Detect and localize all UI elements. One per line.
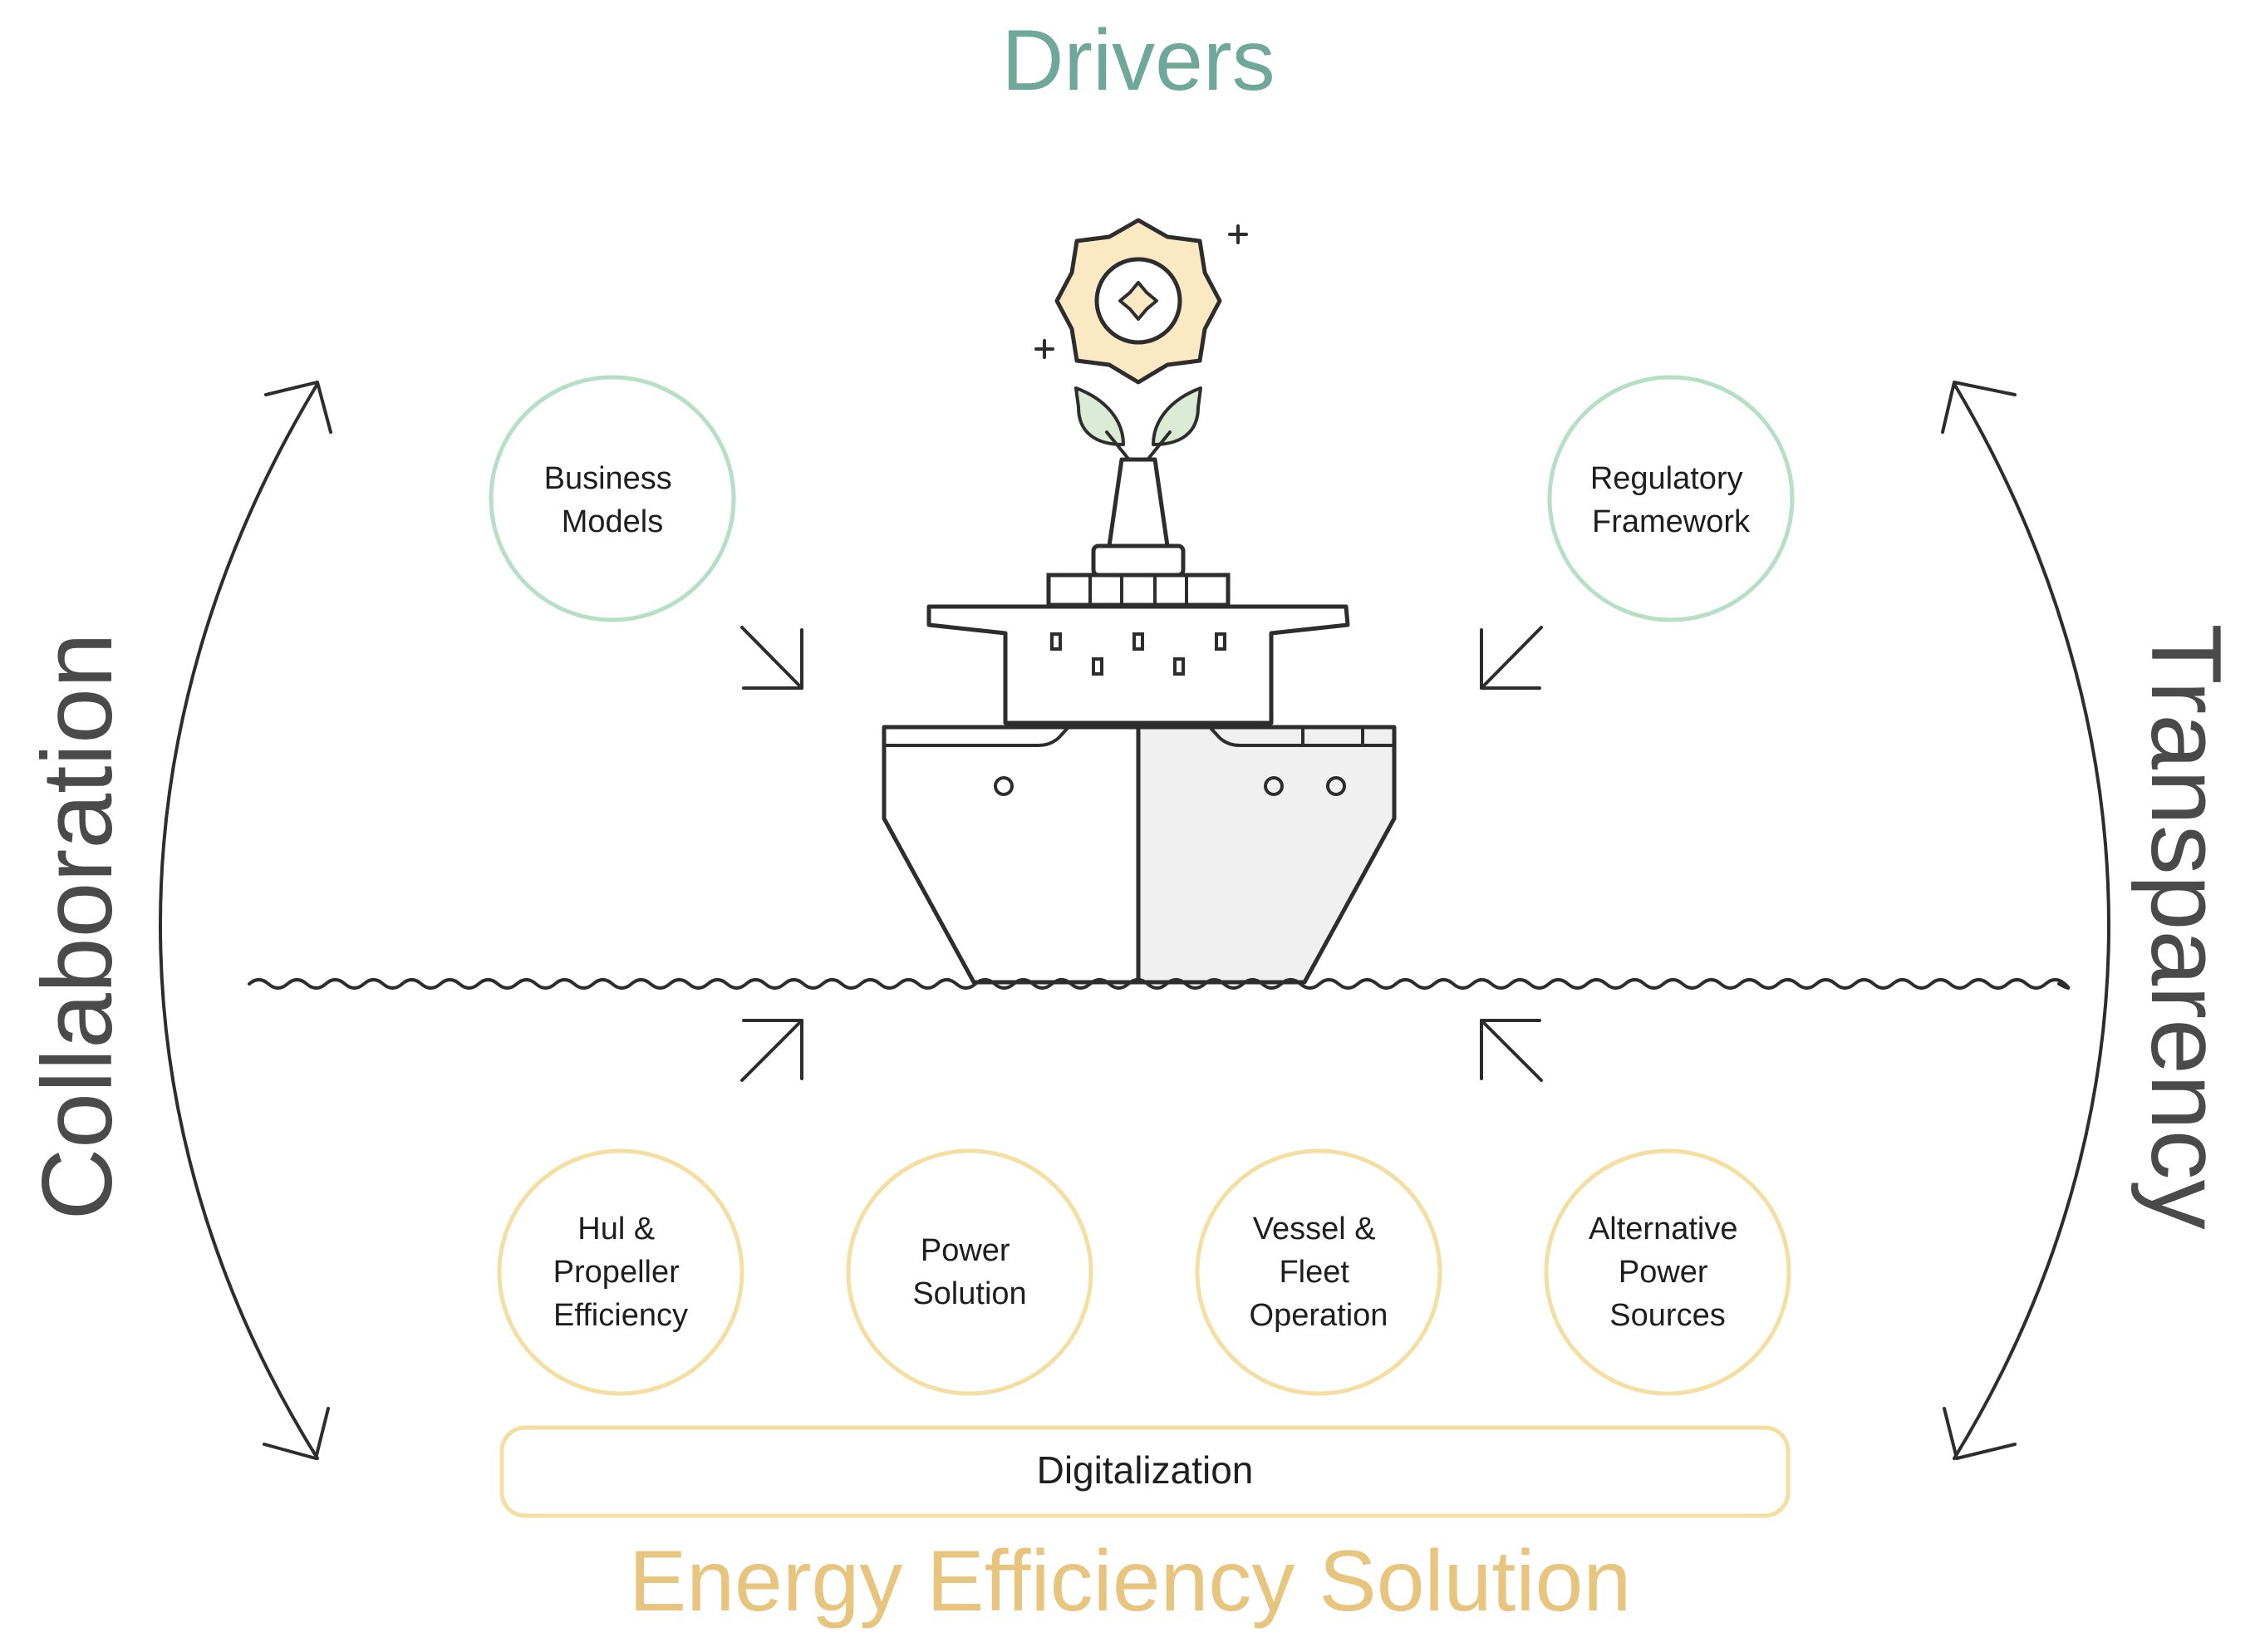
driver-circle-business-models: Business Models	[489, 375, 736, 622]
leaf-icon-right	[1147, 386, 1202, 460]
solution-label: Vessel & Fleet Operation	[1250, 1212, 1388, 1333]
drivers-title: Drivers	[1001, 12, 1275, 109]
arrow-icon-top-left	[740, 626, 803, 690]
ship-icon	[882, 457, 1397, 985]
arrow-icon-bottom-left	[740, 1019, 803, 1082]
transparency-label: Transparency	[2130, 623, 2242, 1229]
digitalization-label: Digitalization	[1037, 1448, 1254, 1492]
solution-circle-vessel-fleet: Vessel & Fleet Operation	[1195, 1148, 1442, 1396]
sparkle-icon-left	[1034, 339, 1054, 359]
driver-label: Regulatory Framework	[1590, 461, 1752, 539]
driver-circle-regulatory-framework: Regulatory Framework	[1547, 375, 1795, 622]
driver-label: Business Models	[544, 461, 681, 539]
solution-circle-alternative-power: Alternative Power Sources	[1544, 1148, 1791, 1396]
arrow-icon-top-right	[1480, 626, 1543, 690]
solution-circle-power-solution: Power Solution	[846, 1148, 1093, 1396]
leaf-icon-left	[1074, 386, 1130, 460]
collaboration-label: Collaboration	[22, 632, 133, 1220]
sparkle-icon-right	[1228, 224, 1248, 244]
wave-line	[248, 978, 2071, 990]
curved-double-arrow-icon-right	[1941, 381, 2110, 1460]
solution-label: Alternative Power Sources	[1589, 1212, 1747, 1333]
solution-label: Hul & Propeller Efficiency	[553, 1212, 689, 1333]
solution-circle-hull-propeller: Hul & Propeller Efficiency	[497, 1148, 744, 1396]
energy-efficiency-title: Energy Efficiency Solution	[629, 1533, 1631, 1630]
solution-label: Power Solution	[912, 1233, 1026, 1311]
flower-icon	[1054, 218, 1222, 385]
curved-double-arrow-icon-left	[159, 381, 332, 1460]
digitalization-bar: Digitalization	[499, 1425, 1791, 1518]
arrow-icon-bottom-right	[1480, 1019, 1543, 1082]
